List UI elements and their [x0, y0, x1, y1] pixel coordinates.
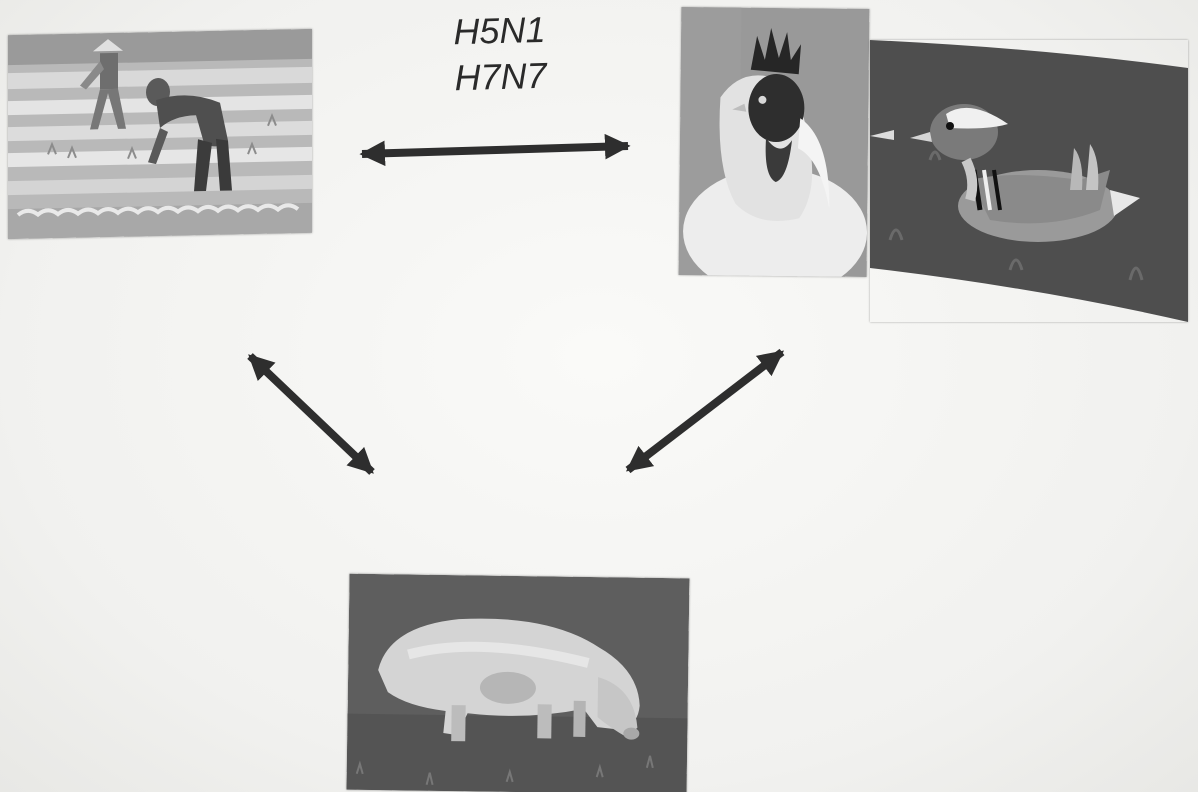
arrow-farmers-pig — [250, 356, 372, 472]
arrow-farmers-birds — [362, 146, 628, 154]
arrow-birds-pig — [628, 352, 782, 470]
